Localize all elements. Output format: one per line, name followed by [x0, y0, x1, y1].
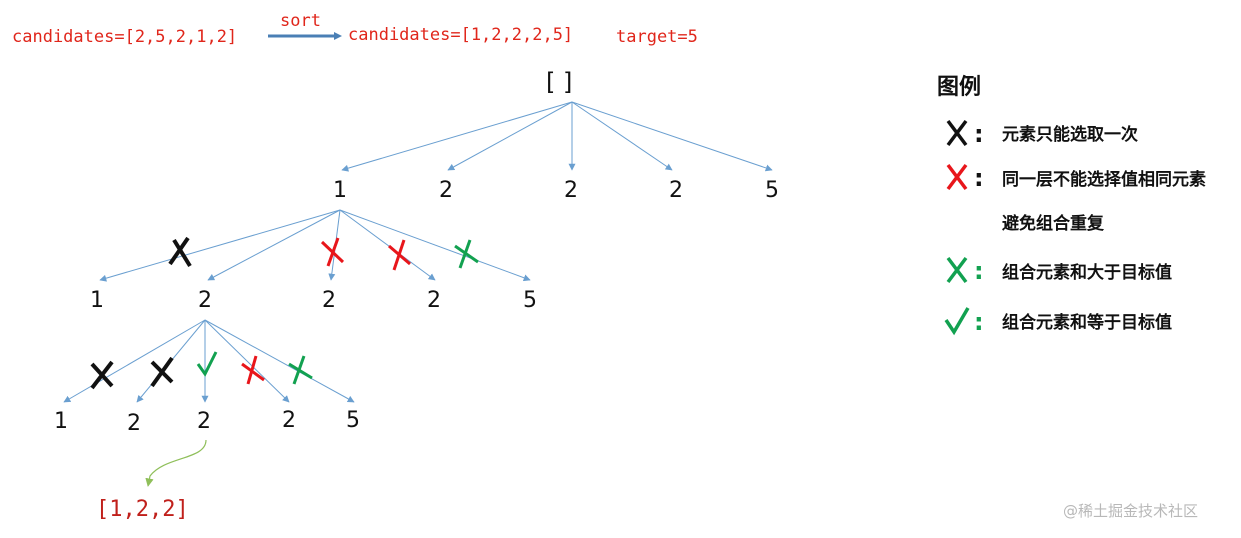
- l3-node: 2: [197, 409, 211, 434]
- legend-colon: :: [974, 257, 984, 285]
- l3-node: 2: [282, 408, 296, 433]
- black-x-mark: [90, 360, 114, 390]
- red-x-mark: [388, 239, 411, 271]
- black-x-mark: [168, 236, 192, 268]
- edges-level1: [341, 101, 773, 172]
- edge: [99, 209, 341, 282]
- watermark: @稀土掘金技术社区: [1063, 502, 1198, 520]
- red-x-mark: [241, 355, 265, 385]
- green-x-mark: [288, 355, 313, 385]
- legend-text: 避免组合重复: [1002, 213, 1105, 234]
- edge: [204, 319, 355, 403]
- l1-node: 2: [439, 178, 453, 203]
- edge: [571, 101, 773, 172]
- red-x-mark: [320, 237, 345, 267]
- edge: [204, 319, 290, 403]
- original-candidates: candidates=[2,5,2,1,2]: [12, 27, 237, 47]
- edge: [571, 101, 673, 171]
- edge: [447, 101, 573, 171]
- l3-node: 2: [127, 411, 141, 436]
- l2-node: 2: [322, 288, 336, 313]
- edge: [63, 319, 206, 403]
- l1-node: 2: [669, 178, 683, 203]
- legend-text: 同一层不能选择值相同元素: [1002, 169, 1206, 190]
- edge: [207, 209, 341, 281]
- l2-node: 1: [90, 288, 104, 313]
- root-node: [ ]: [546, 68, 572, 96]
- legend-black-x-icon: [946, 119, 968, 147]
- l3-node: 5: [346, 408, 360, 433]
- edge: [339, 209, 436, 281]
- legend: 图例 : 元素只能选取一次 : 同一层不能选择值相同元素 避免组合重复 : 组合…: [937, 75, 1206, 336]
- l2-node: 5: [523, 288, 537, 313]
- l1-node: 5: [765, 178, 779, 203]
- edges-level2: [99, 209, 531, 282]
- legend-text: 组合元素和大于目标值: [1002, 262, 1172, 283]
- l2-node: 2: [427, 288, 441, 313]
- legend-colon: :: [974, 308, 984, 336]
- edge: [341, 101, 573, 172]
- sorted-candidates: candidates=[1,2,2,2,5]: [348, 25, 573, 45]
- l2-node: 2: [198, 288, 212, 313]
- sort-arrow-head: [334, 32, 342, 40]
- legend-colon: :: [974, 120, 984, 148]
- edge: [339, 209, 531, 282]
- green-x-mark: [454, 239, 479, 269]
- legend-title: 图例: [937, 75, 981, 100]
- l1-node: 2: [564, 178, 578, 203]
- legend-text: 元素只能选取一次: [1002, 124, 1138, 145]
- edges-level3: [63, 319, 355, 403]
- l3-node: 1: [54, 409, 68, 434]
- legend-green-x-icon: [946, 256, 968, 284]
- target-label: target=5: [616, 27, 698, 47]
- result-combination: [1,2,2]: [96, 497, 189, 522]
- legend-colon: :: [974, 164, 984, 192]
- legend-green-check-icon: [944, 307, 970, 336]
- green-check-mark: [196, 351, 218, 377]
- legend-red-x-icon: [946, 163, 968, 191]
- legend-text: 组合元素和等于目标值: [1002, 312, 1172, 333]
- black-x-mark: [150, 356, 174, 388]
- sort-label: sort: [280, 11, 321, 31]
- l1-node: 1: [333, 178, 347, 203]
- result-curve-arrow: [145, 439, 207, 487]
